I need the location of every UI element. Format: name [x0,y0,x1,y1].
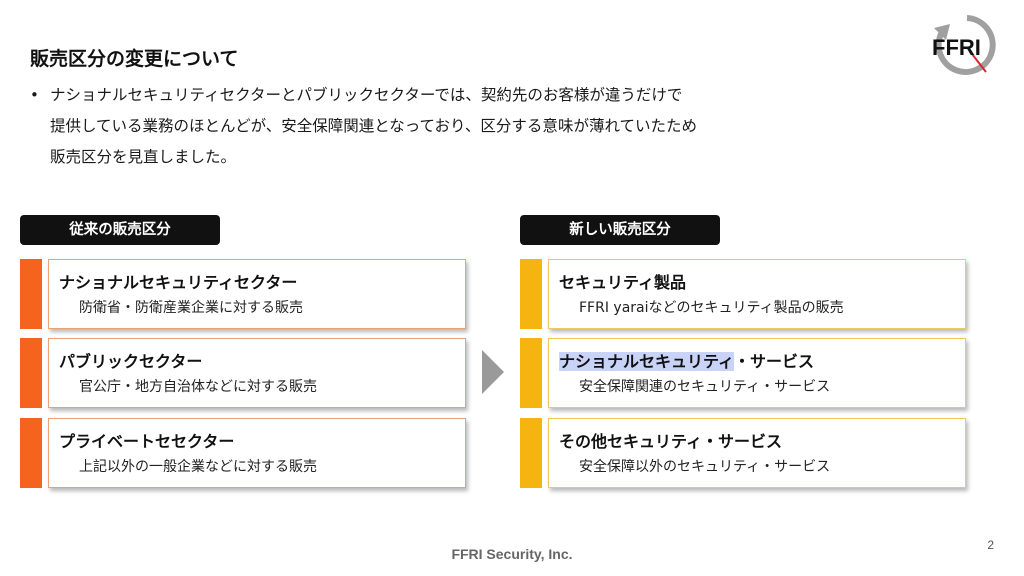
card-body: ナショナルセキュリティセクター 防衛省・防衛産業企業に対する販売 [48,259,466,329]
new-card-other-security-service: その他セキュリティ・サービス 安全保障以外のセキュリティ・サービス [520,418,966,488]
card-body: セキュリティ製品 FFRI yaraiなどのセキュリティ製品の販売 [548,259,966,329]
card-body: ナショナルセキュリティ・サービス 安全保障関連のセキュリティ・サービス [548,338,966,408]
card-body: パブリックセクター 官公庁・地方自治体などに対する販売 [48,338,466,408]
card-description: 安全保障以外のセキュリティ・サービス [579,459,831,475]
card-description: FFRI yaraiなどのセキュリティ製品の販売 [579,300,844,316]
card-title: ナショナルセキュリティセクター [59,273,298,292]
card-accent-bar [520,338,542,408]
card-accent-bar [520,418,542,488]
new-card-national-security-service: ナショナルセキュリティ・サービス 安全保障関連のセキュリティ・サービス [520,338,966,408]
new-section-label: 新しい販売区分 [520,215,720,245]
card-accent-bar [20,418,42,488]
bullet-text-line-3: 販売区分を見直しました。 [50,148,237,166]
highlighted-text: ナショナルセキュリティ [559,352,735,371]
old-section-label: 従来の販売区分 [20,215,220,245]
new-card-security-products: セキュリティ製品 FFRI yaraiなどのセキュリティ製品の販売 [520,259,966,329]
old-card-private-sector: プライベートセセクター 上記以外の一般企業などに対する販売 [20,418,466,488]
old-card-national-security: ナショナルセキュリティセクター 防衛省・防衛産業企業に対する販売 [20,259,466,329]
card-accent-bar [20,338,42,408]
ffri-logo-icon: FFRI [932,15,996,75]
card-description: 官公庁・地方自治体などに対する販売 [79,379,317,395]
slide-title: 販売区分の変更について [30,48,239,70]
card-title: パブリックセクター [59,352,203,371]
card-title-rest: ・サービス [734,352,815,371]
card-accent-bar [520,259,542,329]
bullet-item: • ナショナルセキュリティセクターとパブリックセクターでは、契約先のお客様が違うだ… [30,80,910,111]
bullet-text-line-2: 提供している業務のほとんどが、安全保障関連となっており、区分する意味が薄れていた… [50,117,697,135]
old-card-public-sector: パブリックセクター 官公庁・地方自治体などに対する販売 [20,338,466,408]
arrow-right-icon [482,350,504,394]
card-title: セキュリティ製品 [559,273,687,292]
card-body: プライベートセセクター 上記以外の一般企業などに対する販売 [48,418,466,488]
ffri-logo: FFRI [928,10,1006,80]
card-accent-bar [20,259,42,329]
page-number: 2 [987,538,994,552]
footer-company: FFRI Security, Inc. [451,546,573,562]
card-description: 上記以外の一般企業などに対する販売 [79,459,317,475]
bullet-marker: • [30,86,39,104]
card-description: 安全保障関連のセキュリティ・サービス [579,379,831,395]
svg-text:FFRI: FFRI [932,35,981,60]
card-title: その他セキュリティ・サービス [559,432,783,451]
card-title: ナショナルセキュリティ・サービス [559,348,814,372]
card-title: プライベートセセクター [59,432,235,451]
bullet-list: • ナショナルセキュリティセクターとパブリックセクターでは、契約先のお客様が違うだ… [30,80,910,173]
card-description: 防衛省・防衛産業企業に対する販売 [79,300,303,316]
bullet-text-line-1: ナショナルセキュリティセクターとパブリックセクターでは、契約先のお客様が違うだけ… [50,86,683,104]
card-body: その他セキュリティ・サービス 安全保障以外のセキュリティ・サービス [548,418,966,488]
